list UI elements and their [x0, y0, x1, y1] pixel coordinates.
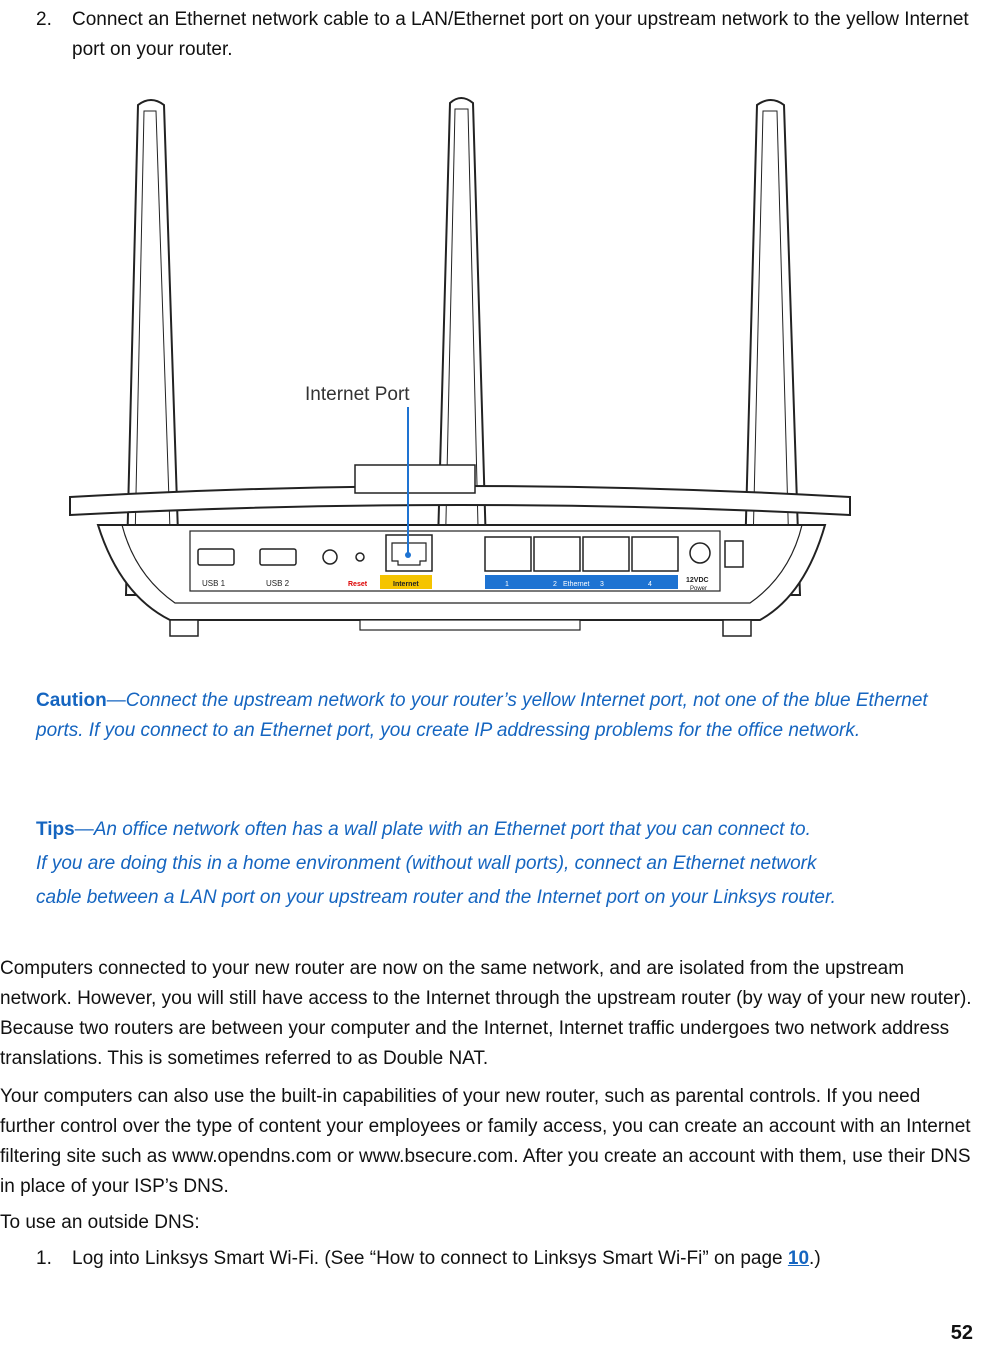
tips-note: Tips—An office network often has a wall … — [36, 813, 976, 915]
step-1-text-after: .) — [809, 1248, 821, 1269]
antenna-left — [124, 99, 182, 596]
eth1-label: 1 — [505, 581, 509, 588]
step-1-text-before: Log into Linksys Smart Wi-Fi. (See “How … — [72, 1248, 788, 1269]
caution-text: Connect the upstream network to your rou… — [36, 690, 928, 741]
router-back-illustration: USB 1 USB 2 Reset Internet 1 2 Ethernet … — [69, 97, 851, 637]
ethernet-ports-strip — [485, 575, 678, 589]
caution-note: Caution—Connect the upstream network to … — [36, 686, 976, 746]
internet-label: Internet — [393, 581, 419, 588]
internet-port-strip — [380, 575, 432, 589]
power-volts-label: 12VDC — [686, 577, 709, 584]
step-number: 1. — [36, 1248, 52, 1269]
eth3-label: 3 — [600, 581, 604, 588]
page-number: 52 — [950, 1322, 973, 1344]
paragraph-double-nat: Computers connected to your new router a… — [0, 958, 972, 1069]
ethernet-label: Ethernet — [563, 581, 590, 588]
power-label: Power — [690, 586, 707, 592]
eth2-label: 2 — [553, 581, 557, 588]
step-number: 2. — [36, 9, 52, 30]
tips-dash: — — [74, 819, 94, 840]
paragraph-parental-controls: Your computers can also use the built-in… — [0, 1086, 971, 1197]
reset-label: Reset — [348, 581, 368, 588]
paragraph-outside-dns: To use an outside DNS: — [0, 1212, 200, 1233]
tips-lead: Tips — [36, 819, 75, 840]
usb2-label: USB 2 — [266, 579, 290, 588]
tips-line-1: An office network often has a wall plate… — [93, 819, 811, 840]
usb1-label: USB 1 — [202, 579, 226, 588]
tips-line-2: If you are doing this in a home environm… — [36, 853, 817, 874]
internet-port-callout: Internet Port — [305, 384, 411, 558]
port-panel: USB 1 USB 2 Reset Internet 1 2 Ethernet … — [189, 530, 744, 592]
step-text: Connect an Ethernet network cable to a L… — [72, 9, 969, 60]
tips-line-3: cable between a LAN port on your upstrea… — [36, 887, 836, 908]
callout-label: Internet Port — [305, 384, 410, 405]
antenna-right — [742, 99, 802, 596]
page-10-link[interactable]: 10 — [787, 1248, 810, 1269]
caution-lead: Caution — [36, 690, 107, 711]
caution-dash: — — [106, 690, 126, 711]
eth4-label: 4 — [648, 581, 652, 588]
step-text: Log into Linksys Smart Wi-Fi. (See “How … — [72, 1244, 977, 1274]
